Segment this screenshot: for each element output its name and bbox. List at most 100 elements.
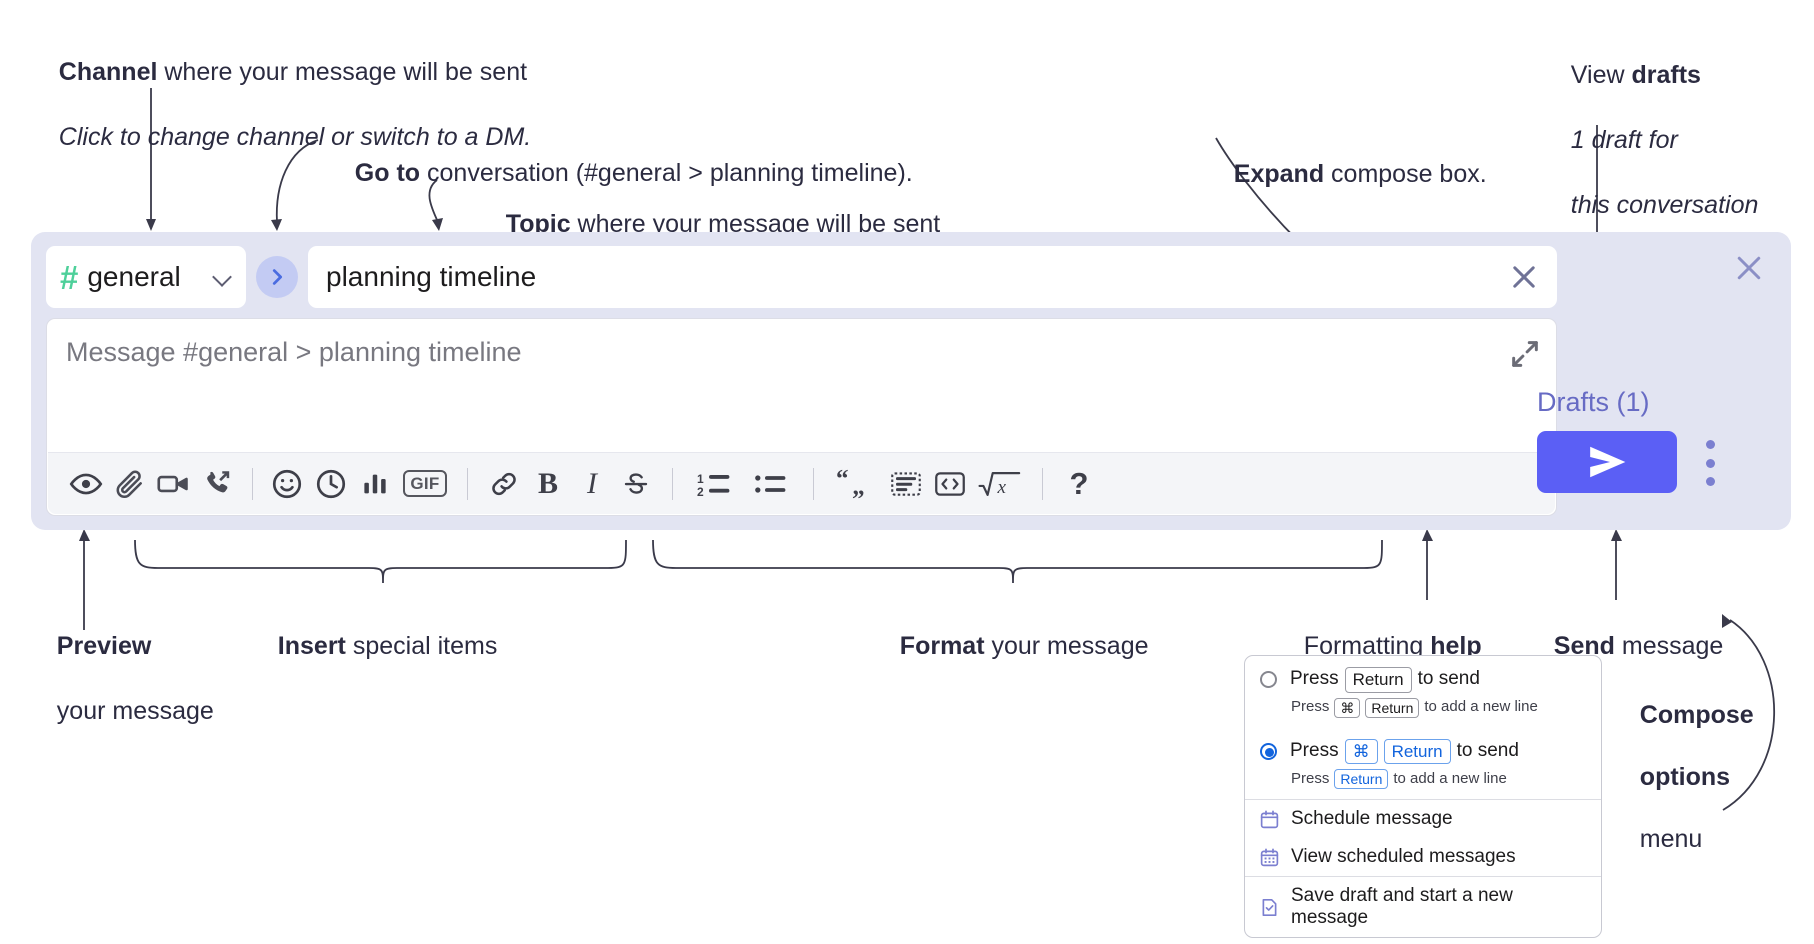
menu-item-save-draft[interactable]: Save draft and start a new message [1245, 877, 1601, 937]
radio-selected-icon[interactable] [1260, 742, 1277, 760]
link-icon [492, 472, 516, 495]
annotation-send: Send message [1553, 631, 1724, 660]
toolbar-divider [672, 467, 673, 500]
kebab-dot [1705, 458, 1715, 468]
audio-clip-button[interactable] [196, 462, 240, 506]
toolbar-divider [252, 467, 253, 500]
code-block-button[interactable] [884, 462, 928, 506]
clear-topic-button[interactable] [1507, 260, 1541, 294]
annotation-expand: Expand compose box. [1233, 159, 1487, 188]
menu-option-line: Press Return to send [1290, 667, 1480, 693]
bold-button[interactable]: B [526, 462, 570, 506]
reminder-button[interactable] [309, 462, 353, 506]
annotation-drafts: View drafts 1 draft for this conversatio… [1570, 60, 1759, 219]
expand-compose-button[interactable] [1508, 337, 1542, 371]
key-return: Return [1334, 769, 1389, 790]
press-label: Press [1291, 698, 1330, 716]
attach-file-button[interactable] [108, 462, 152, 506]
svg-text:2: 2 [697, 485, 704, 499]
to-send-label: to send [1456, 739, 1519, 761]
send-button[interactable] [1537, 431, 1677, 493]
preview-button[interactable] [64, 462, 108, 506]
message-placeholder: Message #general > planning timeline [66, 337, 522, 367]
add-newline-label: to add a new line [1393, 769, 1507, 787]
menu-divider [1245, 876, 1601, 878]
close-compose-button[interactable] [1731, 250, 1767, 286]
annotation-compose-options: Compose options menu [1639, 701, 1754, 853]
math-icon: x [978, 471, 1021, 497]
compose-header-row: # general planning timeline [46, 246, 1557, 308]
radio-unselected-icon[interactable] [1260, 671, 1277, 688]
poll-button[interactable] [353, 462, 397, 506]
kebab-dot [1705, 477, 1715, 486]
bulleted-list-button[interactable] [743, 462, 799, 506]
save-draft-icon [1262, 898, 1277, 916]
svg-text:1: 1 [697, 471, 704, 485]
menu-option-line: Press ⌘ Return to send [1290, 738, 1519, 765]
key-return: Return [1365, 697, 1420, 718]
italic-label: I [587, 466, 597, 500]
math-button[interactable]: x [972, 462, 1028, 506]
key-return: Return [1383, 738, 1451, 765]
link-button[interactable] [482, 462, 526, 506]
eye-icon [69, 473, 103, 494]
add-newline-label: to add a new line [1424, 698, 1538, 716]
bulleted-list-icon [755, 474, 786, 493]
chevron-down-icon [214, 268, 232, 286]
menu-suboption-line: Press Return to add a new line [1291, 769, 1587, 790]
gif-button[interactable]: GIF [397, 462, 453, 506]
to-send-label: to send [1417, 668, 1480, 690]
code-block-icon [891, 471, 921, 496]
strikethrough-icon [624, 472, 648, 494]
menu-item-label: Schedule message [1291, 808, 1453, 830]
bold-label: B [537, 466, 558, 500]
ordered-list-button[interactable]: 1 2 [687, 462, 743, 506]
menu-option-return-to-send[interactable]: Press Return to send [1245, 656, 1601, 696]
menu-suboption-line: Press ⌘ Return to add a new line [1291, 697, 1587, 718]
calendar-icon [1260, 810, 1279, 828]
formatting-toolbar: GIF B I [48, 452, 1555, 514]
menu-item-label: View scheduled messages [1291, 846, 1516, 868]
channel-selector-button[interactable]: # general [46, 246, 246, 308]
emoji-button[interactable] [265, 462, 309, 506]
italic-button[interactable]: I [570, 462, 614, 506]
menu-suboption-return-newline: Press ⌘ Return to add a new line [1245, 696, 1601, 728]
video-clip-button[interactable] [152, 462, 196, 506]
annotation-preview: Preview your message [56, 631, 214, 725]
menu-item-view-scheduled-messages[interactable]: View scheduled messages [1245, 838, 1601, 876]
key-return: Return [1344, 667, 1412, 693]
drafts-link[interactable]: Drafts (1) [1537, 387, 1650, 417]
emoji-icon [272, 469, 302, 498]
press-label: Press [1290, 668, 1339, 690]
menu-item-label: Save draft and start a new message [1291, 885, 1513, 929]
ordered-list-icon: 1 2 [697, 471, 730, 499]
message-input-box[interactable]: Message #general > planning timeline [46, 318, 1557, 516]
code-button[interactable] [928, 462, 972, 506]
poll-icon [364, 474, 386, 493]
go-to-conversation-button[interactable] [256, 256, 298, 298]
gif-label: GIF [403, 470, 447, 497]
toolbar-divider [467, 467, 468, 500]
annotation-formatting-help: Formatting help [1303, 631, 1482, 660]
compose-options-menu: Press Return to send Press ⌘ Return to a… [1244, 655, 1602, 939]
formatting-help-button[interactable]: ? [1057, 462, 1101, 506]
annotation-channel: Channel where your message will be sent … [58, 57, 532, 151]
expand-icon [1512, 341, 1538, 367]
menu-option-cmd-return-to-send[interactable]: Press ⌘ Return to send [1245, 728, 1601, 768]
menu-item-schedule-message[interactable]: Schedule message [1245, 800, 1601, 838]
strikethrough-button[interactable] [614, 462, 658, 506]
press-label: Press [1291, 769, 1330, 787]
svg-text:x: x [996, 476, 1006, 497]
compose-options-button[interactable] [1698, 440, 1722, 486]
phone-forward-icon [207, 470, 230, 492]
compose-inner: # general planning timeline [46, 246, 1557, 516]
blockquote-button[interactable]: “ „ [828, 462, 884, 506]
channel-name-label: general [87, 261, 181, 292]
menu-suboption-return-newline-2: Press Return to add a new line [1245, 767, 1601, 799]
menu-divider [1245, 799, 1601, 801]
topic-field[interactable]: planning timeline [308, 246, 1557, 308]
blockquote-icon: “ „ [836, 469, 865, 499]
compose-right-rail: Drafts (1) [1523, 232, 1791, 530]
hash-icon: # [60, 258, 79, 296]
